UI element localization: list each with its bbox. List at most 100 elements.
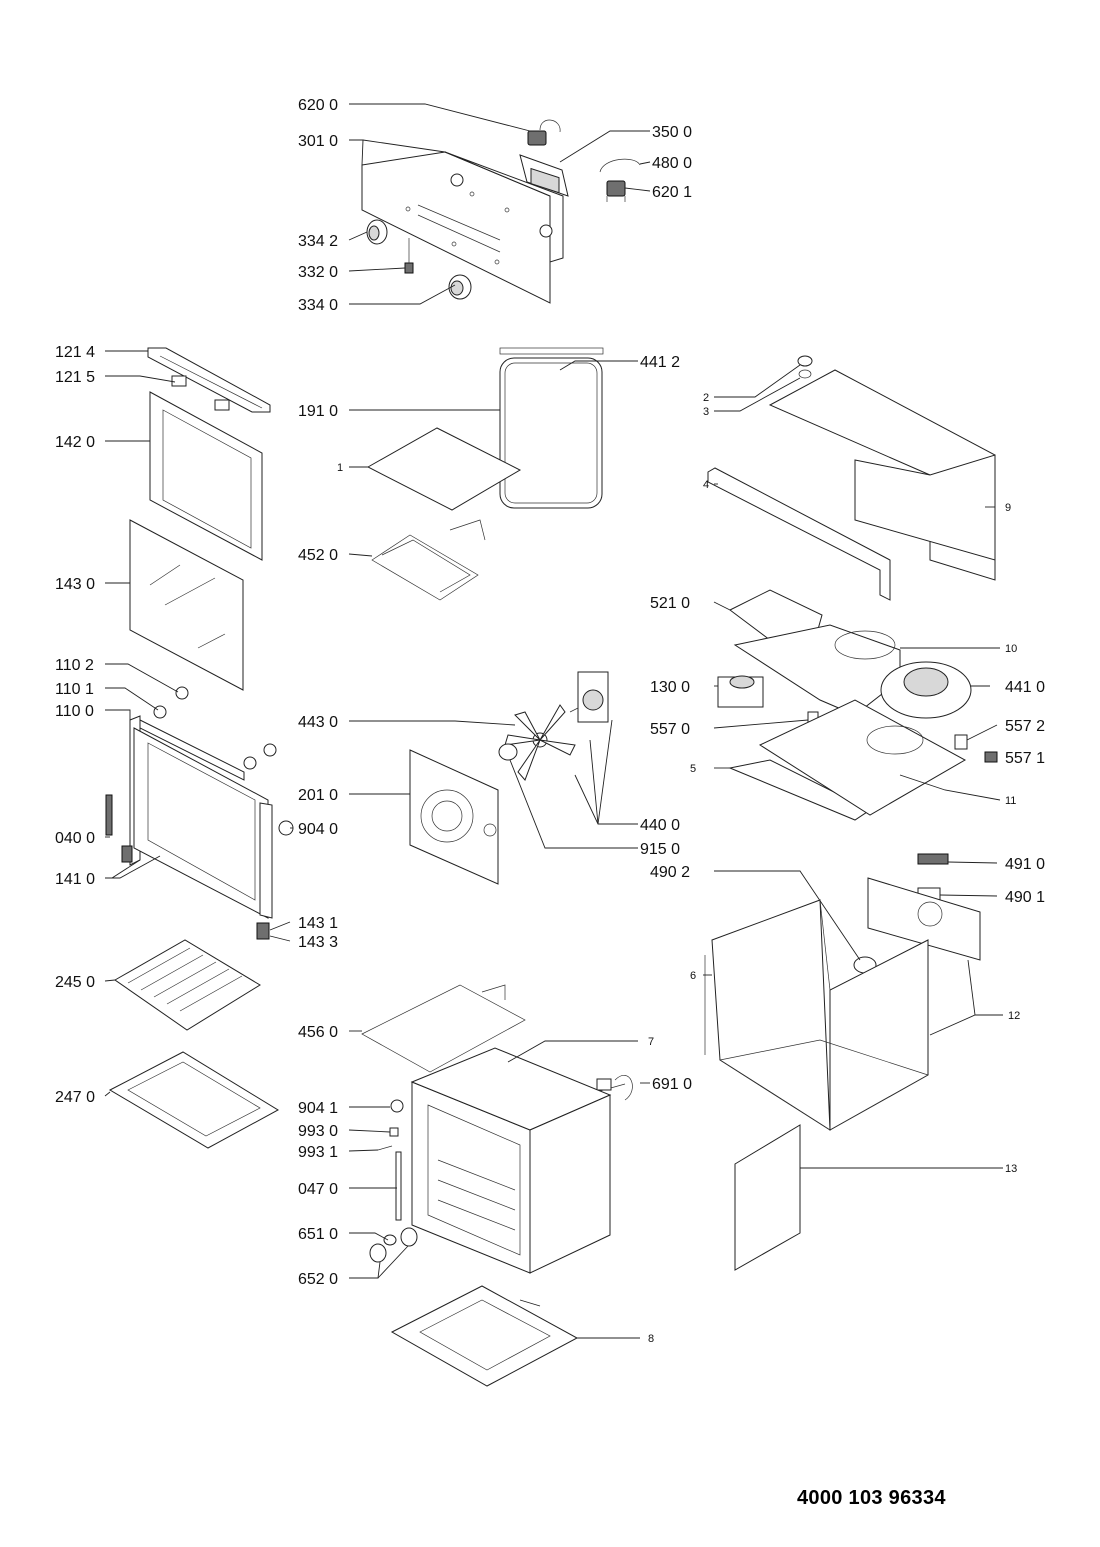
- label-110-0: 110 0: [55, 703, 94, 720]
- label-557-2: 557 2: [1005, 718, 1045, 735]
- baking-tray-247-0: [108, 1051, 280, 1149]
- back-cover-13: [734, 1124, 801, 1271]
- control-panel-301-0: [361, 151, 564, 304]
- label-4: 4: [703, 479, 709, 491]
- label-7: 7: [648, 1036, 654, 1048]
- label-1: 1: [337, 462, 343, 474]
- label-245-0: 245 0: [55, 974, 95, 991]
- top-frame-9: [768, 369, 996, 581]
- wire-480-0: [599, 158, 641, 173]
- wire-shelf-245-0: [114, 939, 261, 1031]
- label-915-0: 915 0: [640, 841, 680, 858]
- label-143-1: 143 1: [298, 915, 338, 932]
- label-201-0: 201 0: [298, 787, 338, 804]
- label-490-1: 490 1: [1005, 889, 1045, 906]
- knob-334-0: [448, 274, 472, 300]
- cavity-bottom-8: [390, 1285, 579, 1387]
- inner-glass-143-0: [129, 519, 244, 691]
- label-3: 3: [703, 406, 709, 418]
- document-number: 4000 103 96334: [797, 1487, 946, 1509]
- label-10: 10: [1005, 643, 1017, 655]
- washer-3: [798, 369, 812, 379]
- label-247-0: 247 0: [55, 1089, 95, 1106]
- door-top-profile-121-4: [147, 347, 271, 413]
- label-121-4: 121 4: [55, 344, 95, 361]
- door-seal-441-2: [499, 347, 604, 355]
- outer-casing-6: [704, 899, 929, 1131]
- label-490-2: 490 2: [650, 864, 690, 881]
- outer-glass-142-0: [149, 391, 263, 561]
- cooling-fan-441-0: [880, 661, 972, 719]
- rail-047-0: [395, 1151, 402, 1221]
- label-8: 8: [648, 1333, 654, 1345]
- label-480-0: 480 0: [652, 155, 692, 172]
- label-557-1: 557 1: [1005, 750, 1045, 767]
- label-334-0: 334 0: [298, 297, 338, 314]
- label-452-0: 452 0: [298, 547, 338, 564]
- label-040-0: 040 0: [55, 830, 95, 847]
- transformer-130-0: [717, 675, 764, 708]
- lower-heater-456-0: [361, 984, 526, 1073]
- label-334-2: 334 2: [298, 233, 338, 250]
- top-plate-1: [366, 427, 522, 511]
- switch-557-1: [984, 751, 998, 763]
- label-2: 2: [703, 392, 709, 404]
- back-panel-201-0: [409, 749, 499, 885]
- label-440-0: 440 0: [640, 817, 680, 834]
- grill-element-452-0: [371, 519, 486, 601]
- label-110-2: 110 2: [55, 657, 94, 674]
- label-620-0: 620 0: [298, 97, 338, 114]
- label-143-3: 143 3: [298, 934, 338, 951]
- label-191-0: 191 0: [298, 403, 338, 420]
- label-143-0: 143 0: [55, 576, 95, 593]
- label-047-0: 047 0: [298, 1181, 338, 1198]
- bushing-915-0: [498, 743, 518, 761]
- label-110-1: 110 1: [55, 681, 94, 698]
- grommet-2: [797, 355, 813, 367]
- label-130-0: 130 0: [650, 679, 690, 696]
- label-332-0: 332 0: [298, 264, 338, 281]
- label-141-0: 141 0: [55, 871, 95, 888]
- label-121-5: 121 5: [55, 369, 95, 386]
- knob-334-2: [366, 219, 388, 245]
- label-441-2: 441 2: [640, 354, 680, 371]
- hinge-143-1: [256, 922, 270, 940]
- oven-cavity: [410, 1047, 612, 1274]
- screw-993-1: [377, 1145, 393, 1151]
- label-5: 5: [690, 763, 696, 775]
- label-456-0: 456 0: [298, 1024, 338, 1041]
- label-651-0: 651 0: [298, 1226, 338, 1243]
- gasket-191-0: [499, 357, 603, 509]
- lamp-651-0: [383, 1234, 397, 1246]
- label-12: 12: [1008, 1010, 1020, 1022]
- label-301-0: 301 0: [298, 133, 338, 150]
- label-6: 6: [690, 970, 696, 982]
- label-904-0: 904 0: [298, 821, 338, 838]
- label-142-0: 142 0: [55, 434, 95, 451]
- terminal-491-0: [917, 853, 949, 865]
- switch-620-0: [527, 119, 561, 146]
- fan-motor-440-0: [569, 671, 609, 723]
- label-13: 13: [1005, 1163, 1017, 1175]
- label-350-0: 350 0: [652, 124, 692, 141]
- rear-bracket-4: [707, 467, 891, 601]
- part-labels: 620 0 301 0 334 2 332 0 334 0 350 0 480 …: [55, 97, 1045, 1345]
- door-frame-141-0: [129, 715, 273, 919]
- label-993-1: 993 1: [298, 1144, 338, 1161]
- lamp-switch-332-0: [404, 238, 414, 274]
- switch-620-1: [606, 180, 626, 202]
- label-9: 9: [1005, 502, 1011, 514]
- label-620-1: 620 1: [652, 184, 692, 201]
- label-441-0: 441 0: [1005, 679, 1045, 696]
- hinge-040-0: [105, 794, 133, 863]
- screw-993-0: [389, 1127, 399, 1137]
- label-557-0: 557 0: [650, 721, 690, 738]
- label-491-0: 491 0: [1005, 856, 1045, 873]
- lamp-cover-652-0: [369, 1227, 418, 1263]
- label-652-0: 652 0: [298, 1271, 338, 1288]
- bracket-121-5: [171, 375, 230, 411]
- display-module-350-0: [519, 154, 569, 197]
- label-521-0: 521 0: [650, 595, 690, 612]
- knob-904-1: [390, 1099, 404, 1113]
